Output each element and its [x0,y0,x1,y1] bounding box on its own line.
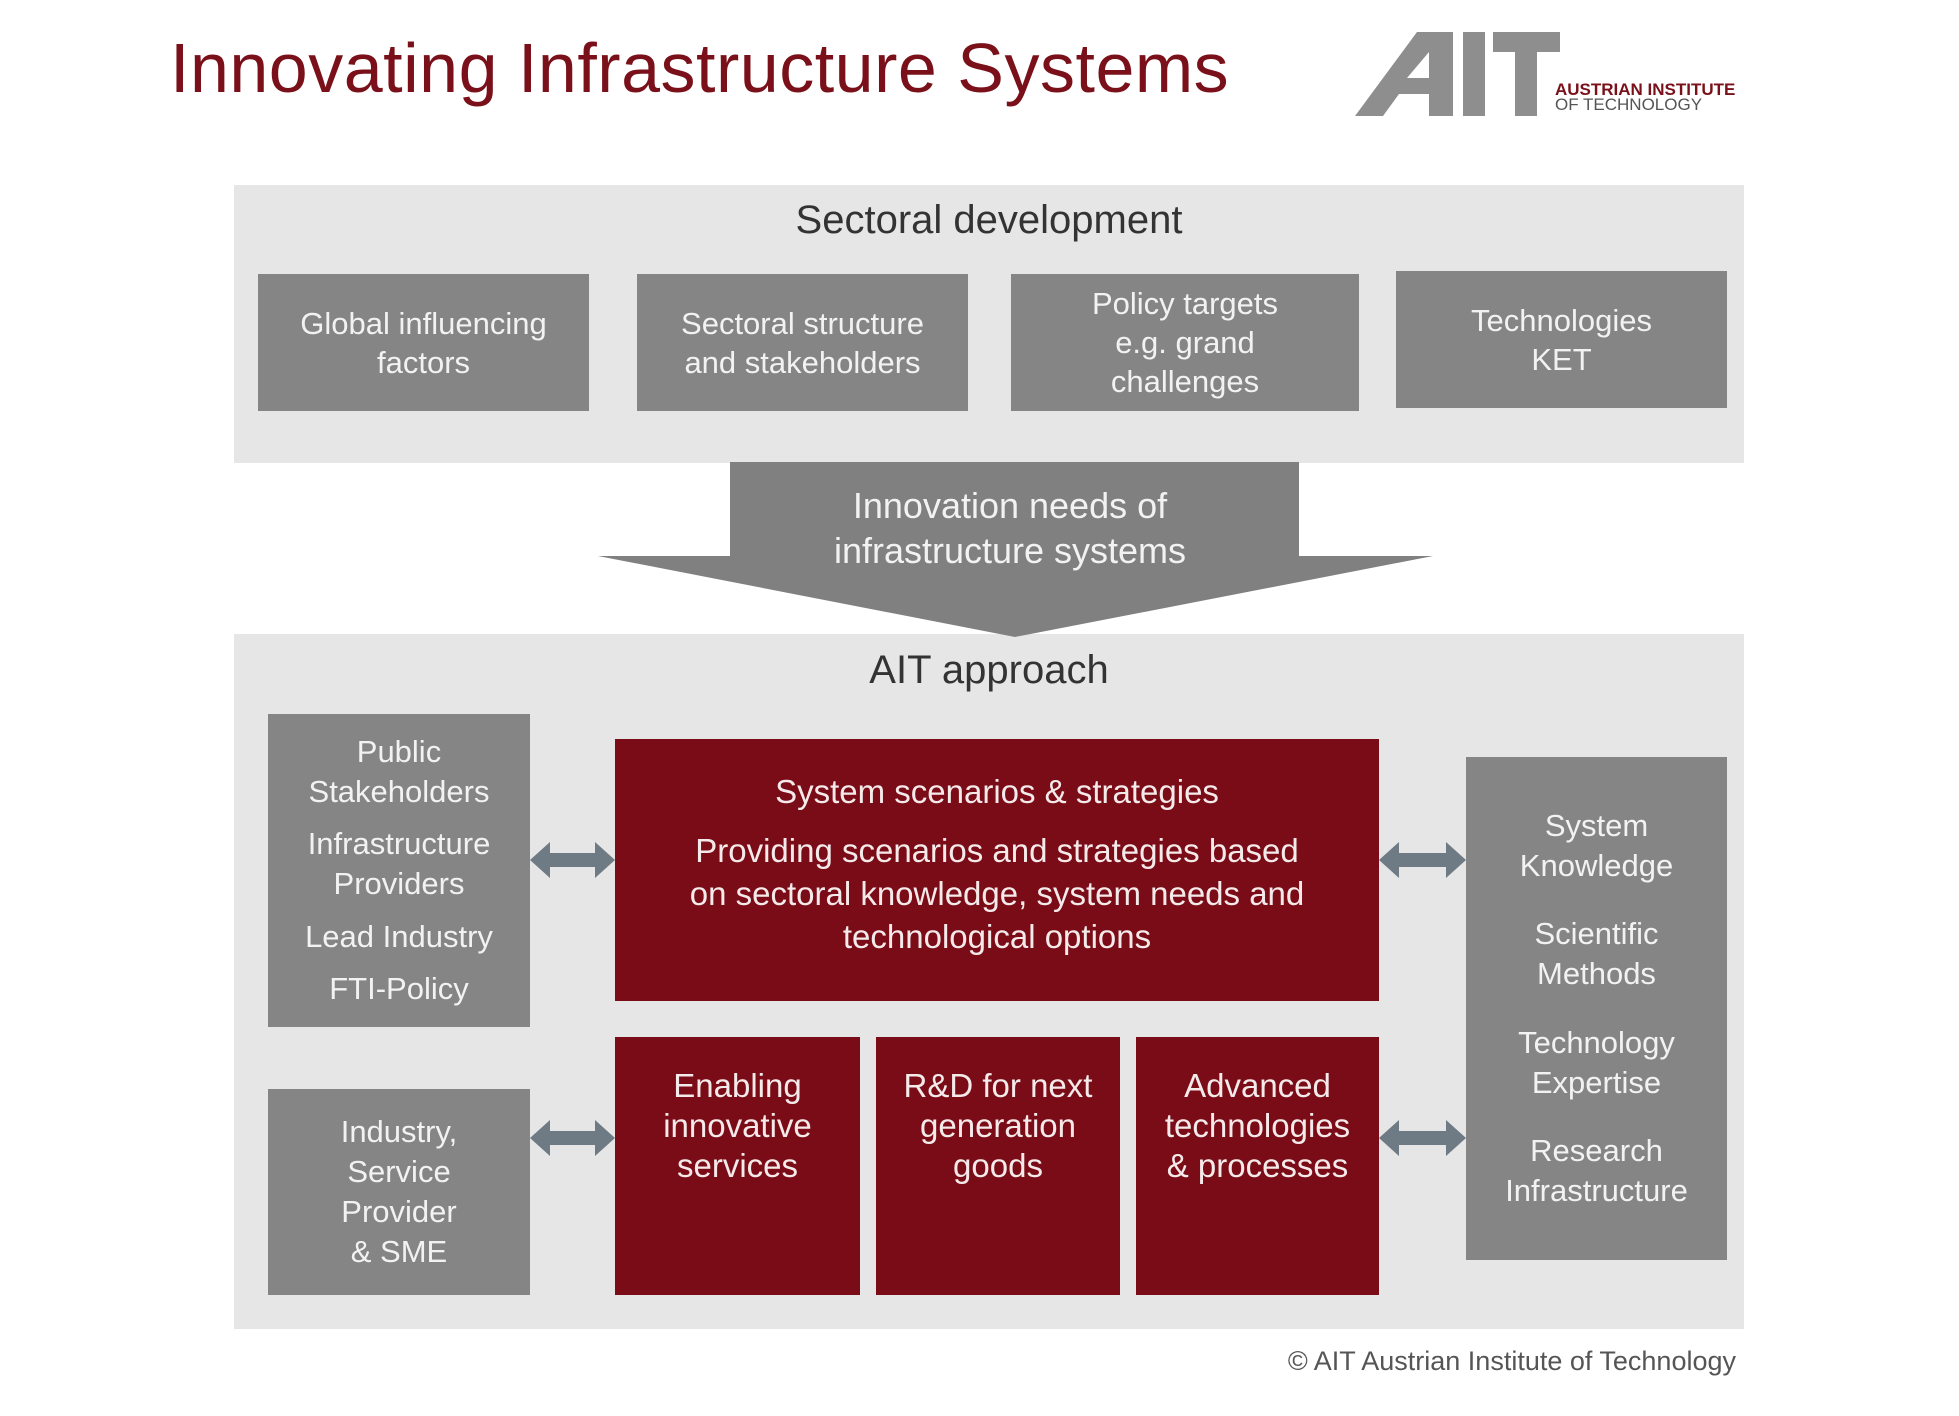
box-line: KET [1531,341,1592,377]
technologies-ket-box: Technologies KET [1396,271,1727,408]
item-line: Lead Industry [305,918,493,954]
system-scenarios-heading: System scenarios & strategies [775,773,1219,810]
system-scenarios-box: System scenarios & strategies Providing … [615,739,1379,1001]
box-line: and stakeholders [684,344,921,380]
box-line: Sectoral structure [681,305,924,341]
system-scenarios-body-line: technological options [842,918,1152,955]
box-line: Industry, [340,1114,458,1149]
sectoral-development-title: Sectoral development [795,198,1183,242]
logo-line-1: AUSTRIAN INSTITUTE [1555,80,1736,99]
policy-targets-box: Policy targets e.g. grand challenges [1011,274,1359,411]
arrow-line: Innovation needs of [852,485,1168,526]
system-scenarios-body-line: Providing scenarios and strategies based [695,832,1299,869]
box-line: R&D for next [903,1067,1093,1104]
item-line: Scientific [1534,916,1659,952]
item-line: Methods [1537,956,1656,992]
item-line: FTI-Policy [329,970,469,1006]
stakeholders-box: Public Stakeholders Infrastructure Provi… [268,714,530,1027]
rd-next-generation-box: R&D for next generation goods [876,1037,1120,1295]
enabling-services-box: Enabling innovative services [615,1037,860,1295]
capability-scientific-methods: Scientific Methods [1534,914,1658,994]
box-line: Policy targets [1091,286,1279,321]
box-line: goods [953,1147,1043,1184]
stakeholder-infrastructure: Infrastructure Providers [308,824,491,904]
box-line: Service [347,1154,451,1189]
box-line: Enabling [673,1067,802,1104]
capability-system-knowledge: System Knowledge [1520,806,1673,886]
box-line: factors [376,344,471,380]
industry-sme-box: Industry, Service Provider & SME [268,1089,530,1295]
capability-technology-expertise: Technology Expertise [1518,1023,1675,1103]
ait-capabilities-box: System Knowledge Scientific Methods Tech… [1466,757,1727,1260]
logo-wordmark: AUSTRIAN INSTITUTE OF TECHNOLOGY [1555,80,1736,114]
ait-logo [1355,32,1560,116]
box-line: & SME [350,1234,448,1269]
box-line: technologies [1164,1107,1351,1144]
item-line: Providers [333,866,465,902]
stakeholder-lead-industry: Lead Industry [305,917,493,957]
stakeholder-public: Public Stakeholders [309,732,490,812]
stakeholder-fti-policy: FTI-Policy [329,969,469,1009]
advanced-technologies-box: Advanced technologies & processes [1136,1037,1379,1295]
capability-research-infrastructure: Research Infrastructure [1505,1131,1688,1211]
box-line: challenges [1110,364,1260,399]
box-line: services [676,1147,799,1184]
box-line: generation [920,1107,1076,1144]
sectoral-structure-box: Sectoral structure and stakeholders [637,274,968,411]
item-line: Research [1530,1133,1663,1169]
ait-approach-title: AIT approach [869,648,1109,692]
item-line: Infrastructure [1505,1173,1688,1209]
box-line: Technologies [1471,302,1652,338]
system-scenarios-body-line: on sectoral knowledge, system needs and [689,875,1305,912]
box-line: & processes [1166,1147,1349,1184]
innovation-needs-label: Innovation needs of infrastructure syste… [600,483,1420,573]
global-influencing-factors-box: Global influencing factors [258,274,589,411]
box-line: Global influencing [300,305,547,341]
box-line: Advanced [1184,1067,1331,1104]
logo-line-2: OF TECHNOLOGY [1555,95,1703,114]
item-line: Technology [1518,1024,1675,1060]
box-line: e.g. grand [1115,325,1255,360]
item-line: Expertise [1531,1064,1662,1100]
box-line: Provider [341,1194,457,1229]
item-line: System [1544,807,1649,843]
arrow-line: infrastructure systems [833,530,1187,571]
item-line: Stakeholders [308,774,490,810]
box-line: innovative [663,1107,812,1144]
item-line: Infrastructure [307,826,491,862]
item-line: Knowledge [1519,847,1674,883]
item-line: Public [356,734,442,770]
page-title: Innovating Infrastructure Systems [170,29,1230,107]
copyright-notice: © AIT Austrian Institute of Technology [1287,1346,1736,1376]
